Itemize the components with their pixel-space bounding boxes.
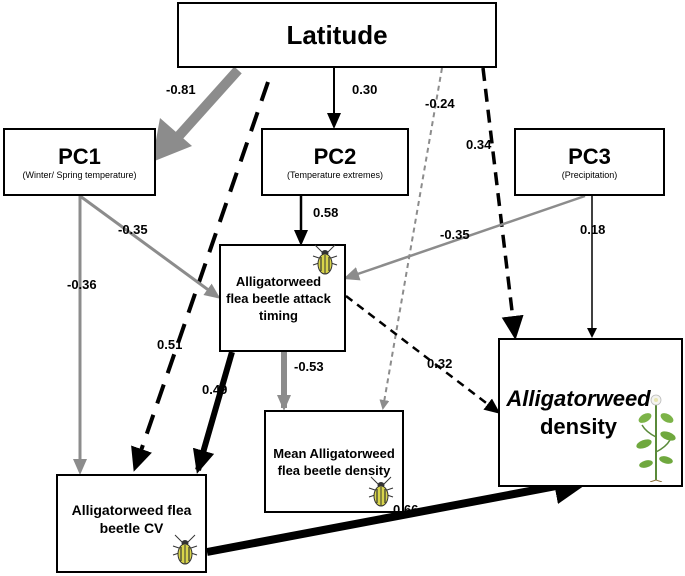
coef-latitude-mean-density: -0.24 <box>425 96 455 111</box>
mean-density-box: Mean Alligatorweed flea beetle density <box>264 410 404 513</box>
pc1-box: PC1 (Winter/ Spring temperature) <box>3 128 156 196</box>
arrow-attack-timing-cv <box>192 351 235 474</box>
coef-latitude-pc2: 0.30 <box>352 82 378 97</box>
coef-latitude-weed-density: 0.34 <box>466 137 492 152</box>
pc2-box: PC2 (Temperature extremes) <box>261 128 409 196</box>
pc2-subtitle: (Temperature extremes) <box>286 170 384 180</box>
attack-timing-box: Alligatorweed flea beetle attack timing <box>219 244 346 352</box>
coef-cv-weed-density: 0.66 <box>393 502 419 517</box>
coef-latitude-pc1: -0.81 <box>166 82 196 97</box>
pc3-subtitle: (Precipitation) <box>561 170 618 180</box>
mean-density-title: Mean Alligatorweed flea beetle density <box>273 445 395 478</box>
coef-pc1-attack-timing: -0.35 <box>118 222 148 237</box>
coef-latitude-cv: 0.51 <box>157 337 183 352</box>
attack-timing-title: Alligatorweed flea beetle attack timing <box>226 273 331 323</box>
arrow-latitude-weed-density <box>481 67 524 340</box>
arrow-latitude-pc1 <box>164 66 242 152</box>
coef-attack-timing-cv: 0.49 <box>202 382 228 397</box>
weed-density-title-rest: density <box>539 413 618 439</box>
pc1-title: PC1 <box>58 144 101 169</box>
cv-title: Alligatorweed flea beetle CV <box>71 501 192 536</box>
coef-pc3-attack-timing: -0.35 <box>440 227 470 242</box>
pc3-title: PC3 <box>568 144 611 169</box>
arrowhead-latitude-pc1 <box>152 118 192 162</box>
coef-pc2-attack-timing: 0.58 <box>313 205 339 220</box>
arrow-cv-weed-density <box>206 468 594 556</box>
weed-density-title: Alligatorweed density <box>506 385 674 441</box>
alligatorweed-plant-icon <box>636 394 676 482</box>
arrow-pc3-attack-timing <box>343 194 586 281</box>
pc3-box: PC3 (Precipitation) <box>514 128 665 196</box>
latitude-title: Latitude <box>286 19 388 50</box>
arrow-pc1-attack-timing <box>79 194 221 299</box>
coef-pc3-weed-density: 0.18 <box>580 222 606 237</box>
coef-attack-timing-weed-density: 0.32 <box>427 356 453 371</box>
flea-beetle-icon <box>312 244 338 275</box>
arrow-attack-timing-weed-density <box>345 295 501 414</box>
coef-attack-timing-mean-density: -0.53 <box>294 359 324 374</box>
flea-beetle-icon <box>368 476 394 507</box>
arrow-latitude-mean-density <box>379 67 443 410</box>
arrow-latitude-cv <box>131 81 270 472</box>
flea-beetle-icon <box>172 534 198 565</box>
weed-density-title-italic: Alligatorweed <box>506 385 651 411</box>
latitude-box: Latitude <box>177 2 497 68</box>
coef-pc1-cv: -0.36 <box>67 277 97 292</box>
pc1-subtitle: (Winter/ Spring temperature) <box>22 170 137 180</box>
pc2-title: PC2 <box>313 144 357 169</box>
